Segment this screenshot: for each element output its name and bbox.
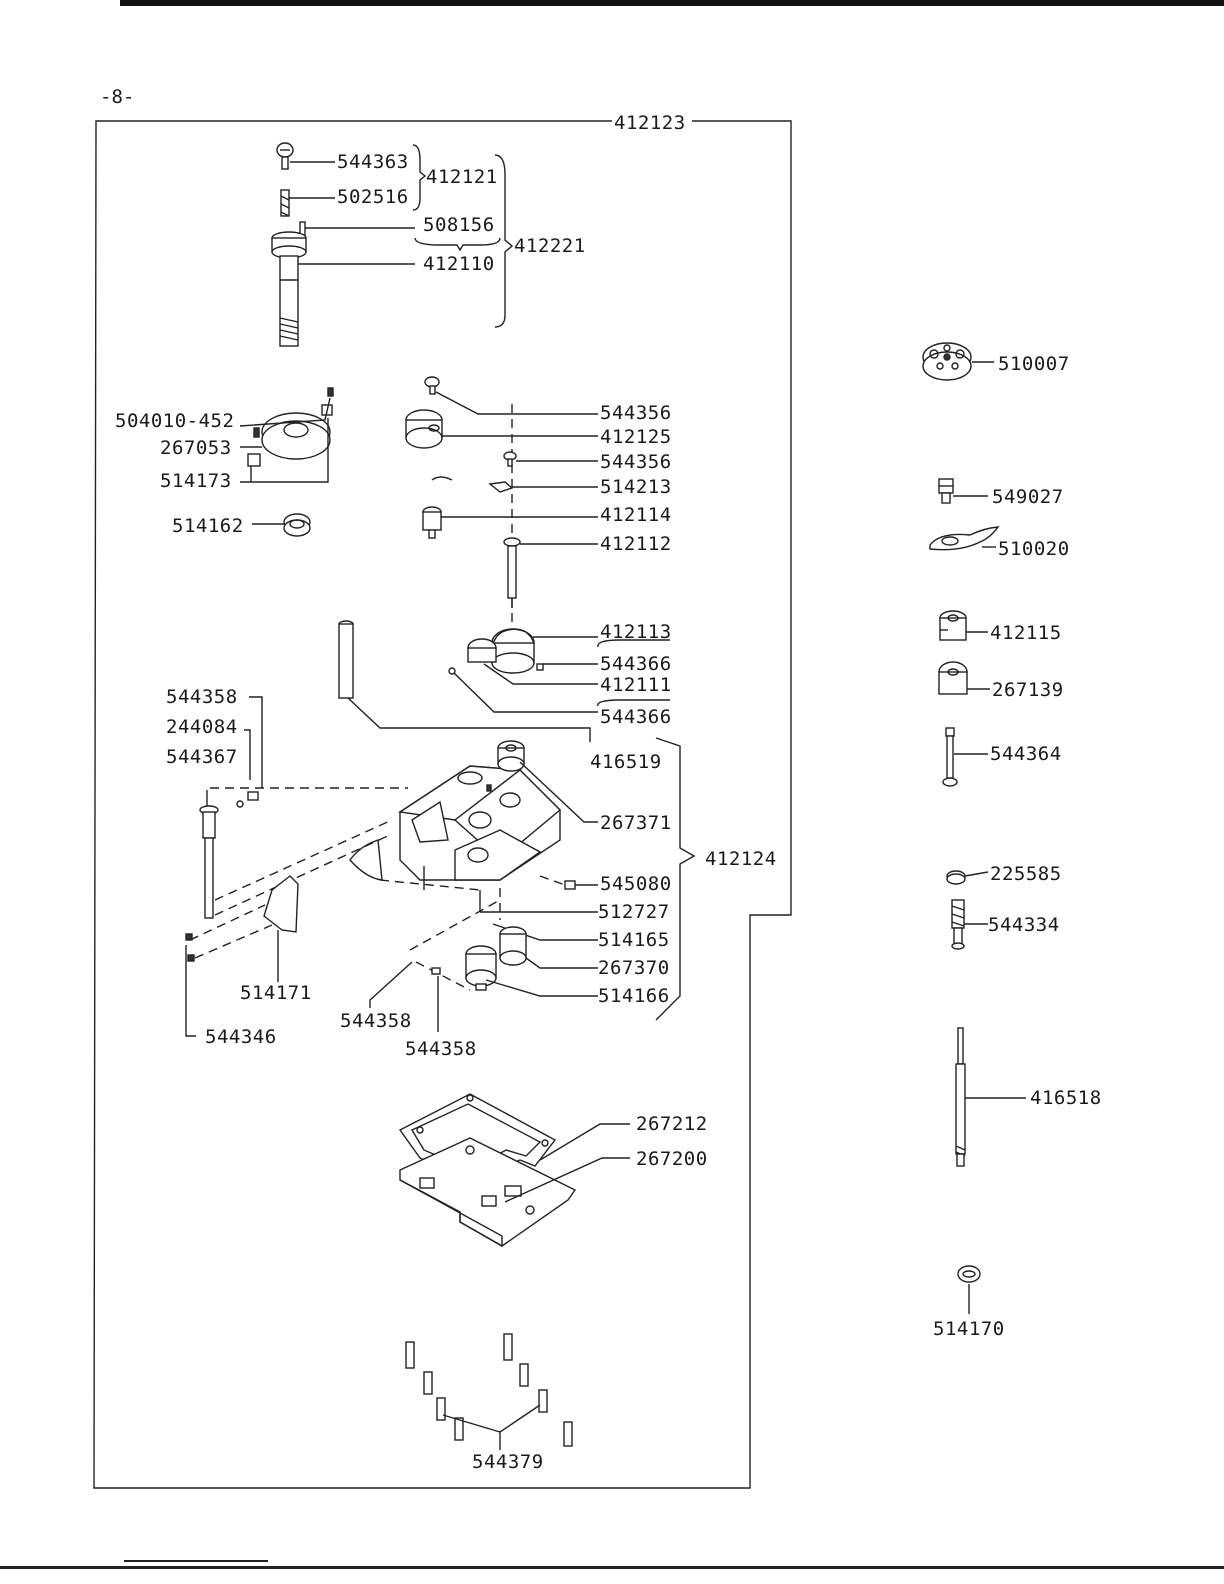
part-number-225585: 225585 <box>990 863 1062 885</box>
part-number-544334: 544334 <box>988 914 1060 936</box>
part-number-267139: 267139 <box>992 679 1064 701</box>
wedge-drawing <box>349 839 383 881</box>
screw-544363-drawing <box>276 142 294 170</box>
part-number-514170: 514170 <box>933 1318 1005 1340</box>
part-number-544356-b: 544356 <box>600 451 672 473</box>
bushing-267139-drawing <box>938 661 968 695</box>
part-number-412115: 412115 <box>990 622 1062 644</box>
part-number-412221: 412221 <box>514 235 586 257</box>
spring-502516-drawing <box>280 189 290 217</box>
part-number-267212: 267212 <box>636 1113 708 1135</box>
part-number-416518: 416518 <box>1030 1087 1102 1109</box>
part-number-412123: 412123 <box>614 112 686 134</box>
part-number-267053: 267053 <box>160 437 232 459</box>
part-number-510007: 510007 <box>998 353 1070 375</box>
part-number-514171: 514171 <box>240 982 312 1004</box>
pin-416519-drawing <box>338 620 354 699</box>
part-number-512727: 512727 <box>598 901 670 923</box>
disc-267053-drawing <box>261 412 331 460</box>
part-number-244084: 244084 <box>166 716 238 738</box>
part-number-544358-b: 544358 <box>340 1010 412 1032</box>
part-number-412112: 412112 <box>600 533 672 555</box>
part-number-412124: 412124 <box>705 848 777 870</box>
part-number-412125: 412125 <box>600 426 672 448</box>
bushing-514162-drawing <box>283 513 311 537</box>
part-number-544356: 544356 <box>600 402 672 424</box>
bobbin-510007-drawing <box>922 342 972 381</box>
page-number: -8- <box>100 86 135 108</box>
screw-504010-drawing <box>253 387 334 438</box>
bottom-edge-bar <box>0 1566 1224 1569</box>
part-number-544346: 544346 <box>205 1026 277 1048</box>
assembly-frame <box>93 120 792 1489</box>
bushing-267370-drawing <box>499 926 527 966</box>
part-number-514162: 514162 <box>172 515 244 537</box>
part-number-412121: 412121 <box>426 166 498 188</box>
part-number-544366-b: 544366 <box>600 706 672 728</box>
bottom-edge-mark <box>124 1560 268 1562</box>
pin-544364-drawing <box>942 727 958 787</box>
screw-544356-drawing <box>424 376 440 395</box>
shaft-416518-drawing <box>955 1027 966 1167</box>
cup-514166-drawing <box>465 945 497 991</box>
part-number-514166: 514166 <box>598 985 670 1007</box>
screw-544356b-drawing <box>503 451 517 467</box>
stud-412110-drawing <box>271 221 307 347</box>
part-number-545080: 545080 <box>600 873 672 895</box>
part-number-412111: 412111 <box>600 674 672 696</box>
part-number-514165: 514165 <box>598 929 670 951</box>
part-number-514173: 514173 <box>160 470 232 492</box>
gear-412113-drawing <box>467 628 535 674</box>
bushing-412115-drawing <box>939 610 967 641</box>
part-number-267371: 267371 <box>600 812 672 834</box>
spring-514171-drawing <box>263 875 299 933</box>
plate-267200-drawing <box>399 1137 577 1248</box>
part-number-544379: 544379 <box>472 1451 544 1473</box>
part-number-544367: 544367 <box>166 746 238 768</box>
part-number-549027: 549027 <box>992 486 1064 508</box>
lever-514213-drawing <box>431 476 514 493</box>
housing-drawing <box>398 765 562 881</box>
shaft-412112-drawing <box>503 537 521 599</box>
part-number-504010-452: 504010-452 <box>115 410 235 432</box>
nut-225585-drawing <box>946 870 966 885</box>
part-number-412113: 412113 <box>600 621 672 643</box>
part-number-544364: 544364 <box>990 743 1062 765</box>
cam-412114-drawing <box>422 506 442 539</box>
pin-544367-drawing <box>199 805 219 919</box>
part-number-502516: 502516 <box>337 186 409 208</box>
part-number-508156: 508156 <box>423 214 495 236</box>
part-number-412110: 412110 <box>423 253 495 275</box>
part-number-544366: 544366 <box>600 653 672 675</box>
washer-514170-drawing <box>957 1265 981 1283</box>
part-number-544358-c: 544358 <box>405 1038 477 1060</box>
part-number-510020: 510020 <box>998 538 1070 560</box>
screw-549027-drawing <box>938 478 954 504</box>
part-number-267200: 267200 <box>636 1148 708 1170</box>
bushing-267371-drawing <box>497 740 525 772</box>
part-number-514213: 514213 <box>600 476 672 498</box>
latch-510020-drawing <box>929 526 1000 551</box>
part-number-412114: 412114 <box>600 504 672 526</box>
part-number-544358: 544358 <box>166 686 238 708</box>
top-edge-bar <box>120 0 1224 6</box>
eccentric-412125-drawing <box>405 409 443 449</box>
part-number-544363: 544363 <box>337 151 409 173</box>
part-number-267370: 267370 <box>598 957 670 979</box>
screws-544379-drawing <box>405 1333 573 1447</box>
part-number-416519: 416519 <box>590 751 662 773</box>
screw-544334-drawing <box>951 899 965 950</box>
